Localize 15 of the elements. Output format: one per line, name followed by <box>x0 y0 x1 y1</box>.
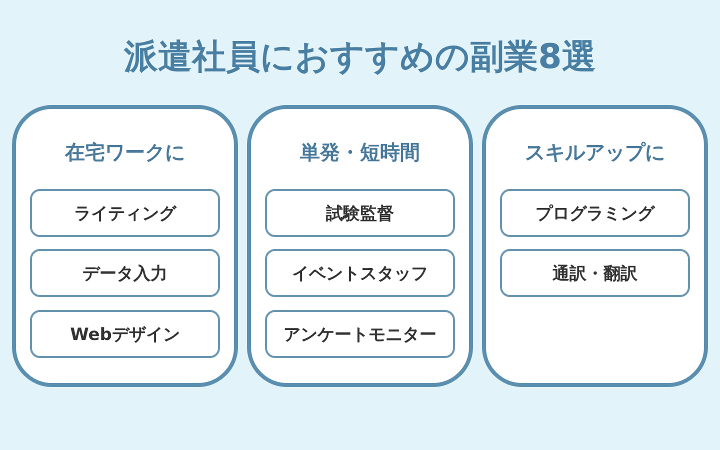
item-box: プログラミング <box>500 189 690 237</box>
item-box: アンケートモニター <box>265 310 455 358</box>
category-card <box>482 105 708 387</box>
item-box: 通訳・翻訳 <box>500 249 690 297</box>
card-heading: スキルアップに <box>524 139 666 166</box>
item-box: 試験監督 <box>265 189 455 237</box>
card-heading: 在宅ワークに <box>64 139 186 166</box>
card-heading: 単発・短時間 <box>299 139 421 166</box>
title: 派遣社員におすすめの副業8選 <box>122 36 597 79</box>
category-card <box>247 105 473 387</box>
item-box: ライティング <box>30 189 220 237</box>
item-box: イベントスタッフ <box>265 249 455 297</box>
category-card <box>12 105 238 387</box>
item-box: Webデザイン <box>30 310 220 358</box>
item-box: データ入力 <box>30 249 220 297</box>
